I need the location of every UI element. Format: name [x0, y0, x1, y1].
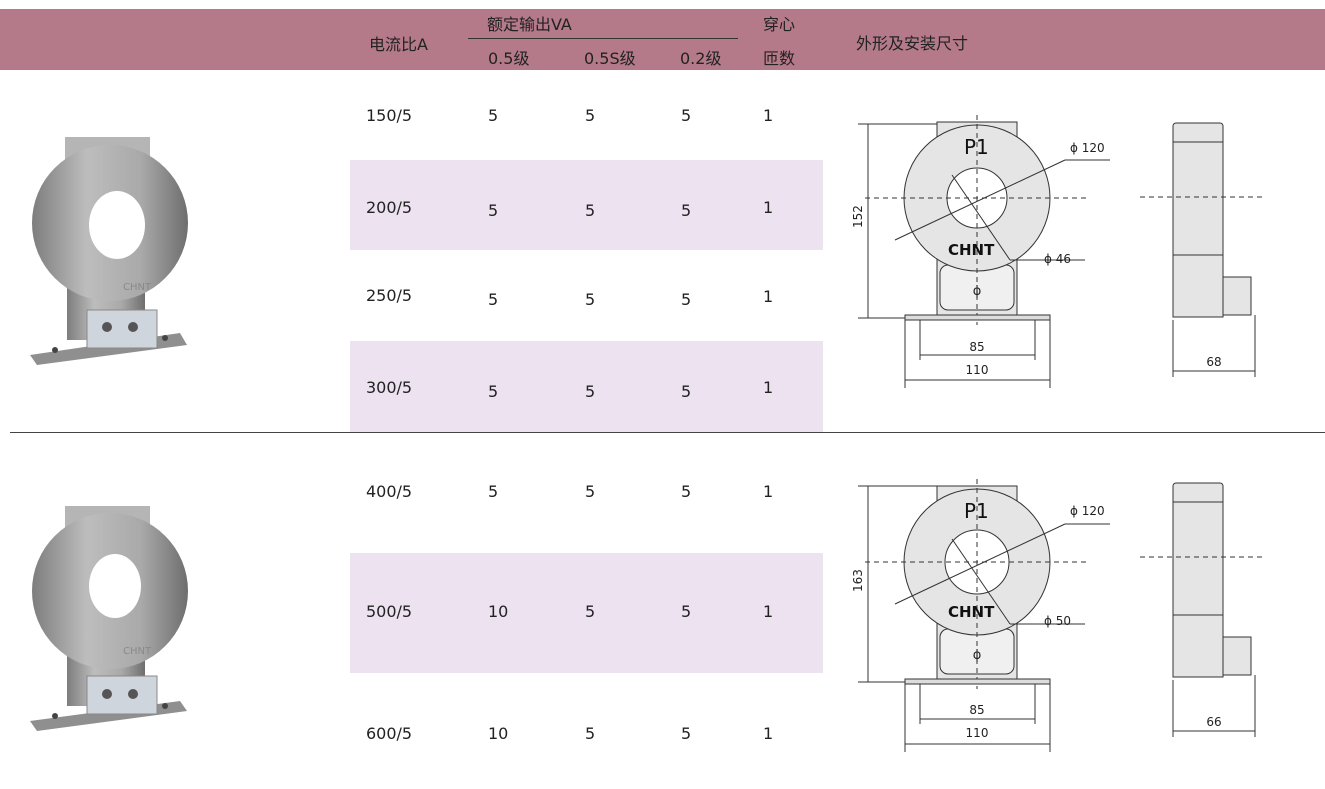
cell-class-05s: 5: [585, 382, 596, 401]
cell-ratio: 300/5: [366, 378, 413, 397]
cell-turns: 1: [763, 106, 774, 125]
inner-dia-dim: ϕ 50: [1044, 614, 1071, 628]
terminal-symbol: ϕ: [973, 284, 982, 299]
cell-class-02: 5: [681, 602, 692, 621]
depth-dim: 66: [1206, 715, 1221, 729]
cell-turns: 1: [763, 198, 774, 217]
base-outer-dim: 110: [966, 726, 989, 740]
cell-ratio: 150/5: [366, 106, 413, 125]
header-class-05: 0.5级: [488, 49, 530, 68]
svg-text:CHNT: CHNT: [123, 282, 152, 293]
row-shade: [350, 341, 823, 432]
svg-text:CHNT: CHNT: [123, 646, 152, 657]
header-divider: [468, 38, 738, 39]
cell-turns: 1: [763, 482, 774, 501]
cell-class-02: 5: [681, 724, 692, 743]
cell-turns: 1: [763, 724, 774, 743]
cell-class-05: 5: [488, 290, 499, 309]
inner-dia-dim: ϕ 46: [1044, 252, 1071, 266]
cell-class-05: 10: [488, 724, 509, 743]
header-current-ratio: 电流比A: [369, 35, 428, 54]
cell-class-05: 5: [488, 201, 499, 220]
header-rated-output: 额定输出VA: [487, 15, 572, 34]
height-dim: 163: [851, 569, 865, 592]
header-class-05s: 0.5S级: [584, 49, 636, 68]
cell-class-05s: 5: [585, 201, 596, 220]
cell-class-02: 5: [681, 482, 692, 501]
cell-class-05: 5: [488, 382, 499, 401]
cell-class-05: 10: [488, 602, 509, 621]
cell-turns: 1: [763, 287, 774, 306]
product-photo: CHNT: [30, 506, 188, 731]
outer-dia-dim: ϕ 120: [1070, 141, 1105, 155]
cell-class-05: 5: [488, 106, 499, 125]
table-header: 电流比A 额定输出VA 0.5级 0.5S级 0.2级 穿心 匝数 外形及安装尺…: [0, 9, 1325, 70]
cell-class-05s: 5: [585, 290, 596, 309]
logo-text: CHNT: [948, 241, 995, 259]
product-photo: CHNT: [30, 137, 188, 365]
p1-mark: P1: [964, 499, 989, 523]
header-turns-1: 穿心: [763, 15, 796, 34]
header-turns-2: 匝数: [763, 49, 796, 68]
terminal-symbol: ϕ: [973, 648, 982, 663]
cell-class-05s: 5: [585, 106, 596, 125]
row-shade: [350, 160, 823, 250]
depth-dim: 68: [1206, 355, 1221, 369]
cell-ratio: 500/5: [366, 602, 413, 621]
front-view-drawing: ϕ P1 CHNT 163 85 110 ϕ 120 ϕ 50: [851, 479, 1110, 752]
header-dimensions: 外形及安装尺寸: [856, 34, 969, 53]
cell-class-05s: 5: [585, 482, 596, 501]
group-separator: [10, 432, 1325, 433]
height-dim: 152: [851, 205, 865, 228]
side-view-drawing: 66: [1140, 482, 1265, 737]
cell-ratio: 400/5: [366, 482, 413, 501]
cell-class-05s: 5: [585, 724, 596, 743]
cell-turns: 1: [763, 602, 774, 621]
logo-text: CHNT: [948, 603, 995, 621]
cell-class-02: 5: [681, 290, 692, 309]
cell-class-02: 5: [681, 106, 692, 125]
header-class-02: 0.2级: [680, 49, 722, 68]
cell-turns: 1: [763, 378, 774, 397]
cell-ratio: 600/5: [366, 724, 413, 743]
cell-ratio: 250/5: [366, 286, 413, 305]
base-inner-dim: 85: [969, 340, 984, 354]
base-outer-dim: 110: [966, 363, 989, 377]
cell-ratio: 200/5: [366, 198, 413, 217]
row-shade: [350, 553, 823, 673]
outer-dia-dim: ϕ 120: [1070, 504, 1105, 518]
cell-class-05: 5: [488, 482, 499, 501]
p1-mark: P1: [964, 135, 989, 159]
front-view-drawing: ϕ P1 CHNT 152 85 110 ϕ 120 ϕ 46: [851, 115, 1110, 388]
base-inner-dim: 85: [969, 703, 984, 717]
cell-class-05s: 5: [585, 602, 596, 621]
side-view-drawing: 68: [1140, 122, 1265, 377]
cell-class-02: 5: [681, 201, 692, 220]
cell-class-02: 5: [681, 382, 692, 401]
